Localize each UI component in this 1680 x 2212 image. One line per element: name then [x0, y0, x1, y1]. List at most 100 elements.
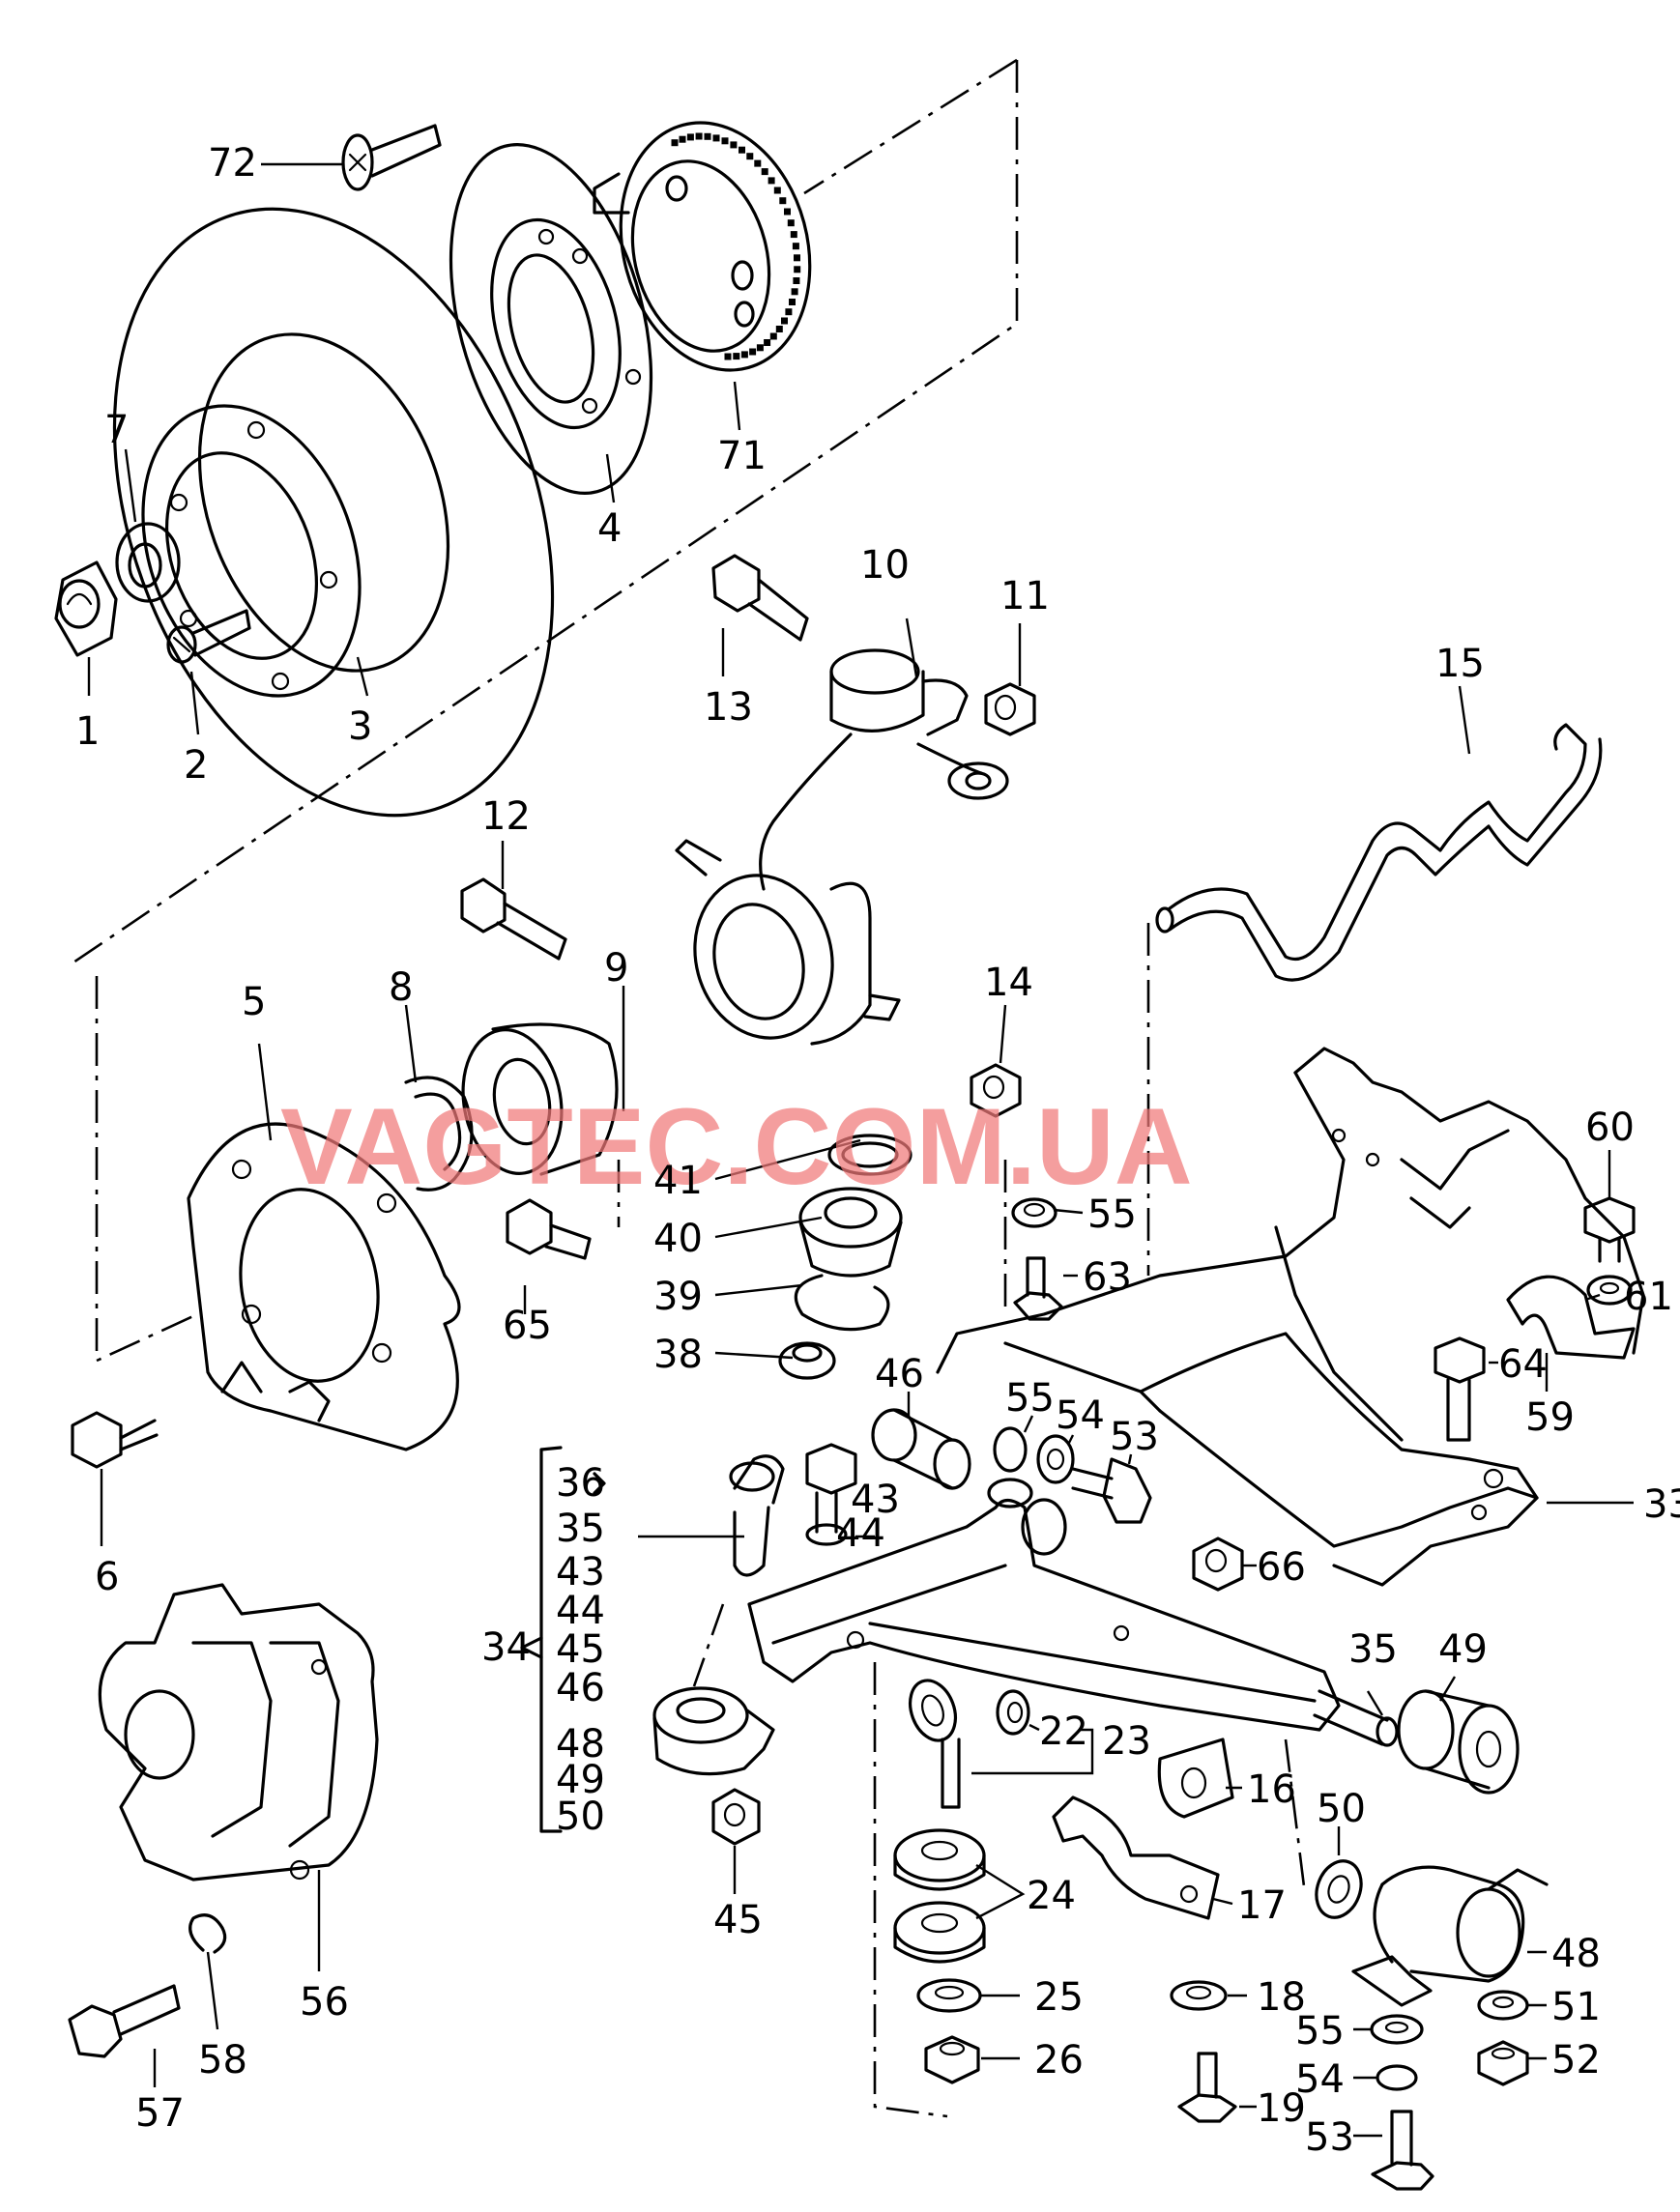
callout-35: 35: [1348, 1627, 1398, 1672]
callout-64: 64: [1498, 1342, 1548, 1387]
watermark: VAGTEC.COM.UA: [280, 1086, 1193, 1207]
bolt: [805, 1443, 857, 1546]
callout-60: 60: [1585, 1106, 1635, 1150]
callout-46: 46: [875, 1352, 924, 1396]
brake-disc: [112, 207, 555, 818]
abs-tooth: [679, 135, 686, 143]
callout-14: 14: [984, 961, 1033, 1005]
abs-tooth: [784, 208, 791, 215]
brake-caliper: [98, 1583, 379, 1882]
nut: [1477, 2040, 1529, 2086]
callout-26: 26: [1034, 2038, 1084, 2083]
wheel-bearing: [461, 1022, 619, 1176]
separator-lines: [67, 58, 1307, 2118]
callout-19: 19: [1257, 2086, 1306, 2131]
group-callout-35: 35: [556, 1507, 605, 1551]
abs-tooth: [704, 132, 711, 140]
abs-tooth: [793, 277, 800, 284]
bolt: [460, 877, 567, 961]
callout-59: 59: [1525, 1395, 1575, 1440]
pin: [1313, 1689, 1399, 1747]
thrust-washer: [115, 522, 181, 603]
callout-25: 25: [1034, 1975, 1084, 2020]
callout-45: 45: [713, 1898, 763, 1942]
callout-39: 39: [653, 1275, 703, 1319]
leader-lines: [87, 162, 1634, 2138]
callout-65: 65: [503, 1304, 552, 1348]
callout-23: 23: [1102, 1719, 1151, 1764]
group-callout-49: 49: [556, 1758, 605, 1802]
stabilizer-clamp: [1052, 1795, 1220, 1920]
abs-tooth: [733, 353, 740, 360]
bushing-housing: [652, 1686, 775, 1776]
callout-6: 6: [95, 1555, 119, 1599]
callout-2: 2: [184, 743, 208, 788]
abs-sensor-rotor: [593, 121, 812, 372]
callout-51: 51: [1551, 1985, 1601, 2029]
subframe: [936, 1047, 1645, 1587]
hub-nut: [54, 560, 118, 657]
callout-12: 12: [481, 794, 531, 839]
spring-washer: [1376, 2064, 1418, 2091]
abs-tooth: [724, 353, 732, 360]
nut: [970, 1063, 1022, 1118]
stabilizer-bushing: [1157, 1738, 1234, 1819]
nut: [1192, 1537, 1244, 1592]
callout-11: 11: [1000, 574, 1050, 618]
callout-54: 54: [1056, 1393, 1105, 1438]
pin: [729, 1454, 785, 1577]
steering-knuckle: [675, 648, 1009, 1046]
abs-tooth: [789, 299, 796, 305]
callout-16: 16: [1247, 1767, 1296, 1812]
bolt: [1177, 2052, 1237, 2123]
abs-tooth: [739, 146, 745, 154]
control-arm: [747, 1478, 1341, 1732]
group-callout-48: 48: [556, 1722, 605, 1767]
callout-17: 17: [1237, 1883, 1287, 1928]
callout-10: 10: [860, 543, 910, 588]
abs-tooth: [686, 133, 694, 141]
bolt: [1013, 1256, 1063, 1321]
abs-tooth: [773, 187, 781, 194]
abs-rotor-teeth: [671, 132, 801, 360]
callout-38: 38: [653, 1333, 703, 1377]
group-callout-44: 44: [556, 1589, 605, 1633]
abs-tooth: [764, 339, 771, 346]
abs-tooth: [768, 177, 775, 185]
rubber-pad: [893, 1828, 986, 1891]
bolt: [1071, 1457, 1152, 1524]
abs-tooth: [754, 159, 762, 167]
callout-18: 18: [1257, 1975, 1306, 2020]
bushing-housing: [1351, 1865, 1549, 2007]
nut: [711, 1788, 761, 1846]
callout-40: 40: [653, 1217, 703, 1261]
washer: [993, 1426, 1028, 1473]
abs-tooth: [792, 243, 799, 250]
abs-tooth: [791, 288, 798, 296]
group-callout-36: 36: [556, 1461, 605, 1506]
spring-washer: [1036, 1434, 1075, 1484]
rubber-pad: [893, 1901, 986, 1964]
group-callout-45: 45: [556, 1627, 605, 1672]
washer: [1586, 1275, 1633, 1306]
rubber-bushing: [1397, 1689, 1520, 1795]
callout-55: 55: [1005, 1376, 1055, 1421]
callout-41: 41: [653, 1159, 703, 1203]
abs-tooth: [779, 197, 787, 205]
callout-33: 33: [1643, 1482, 1680, 1527]
rubber-bushing: [871, 1408, 971, 1490]
callout-57: 57: [135, 2091, 185, 2136]
abs-tooth: [785, 308, 793, 316]
callout-24: 24: [1027, 1874, 1076, 1918]
washer: [1011, 1197, 1057, 1228]
abs-tooth: [775, 326, 783, 332]
abs-tooth: [794, 254, 800, 262]
group-callout-50: 50: [556, 1795, 605, 1839]
abs-tooth: [794, 266, 801, 273]
abs-tooth: [787, 219, 795, 227]
abs-tooth: [749, 348, 757, 356]
part-group-bracket: [520, 1446, 606, 1833]
abs-tooth: [769, 332, 777, 340]
circlip: [404, 1076, 474, 1192]
